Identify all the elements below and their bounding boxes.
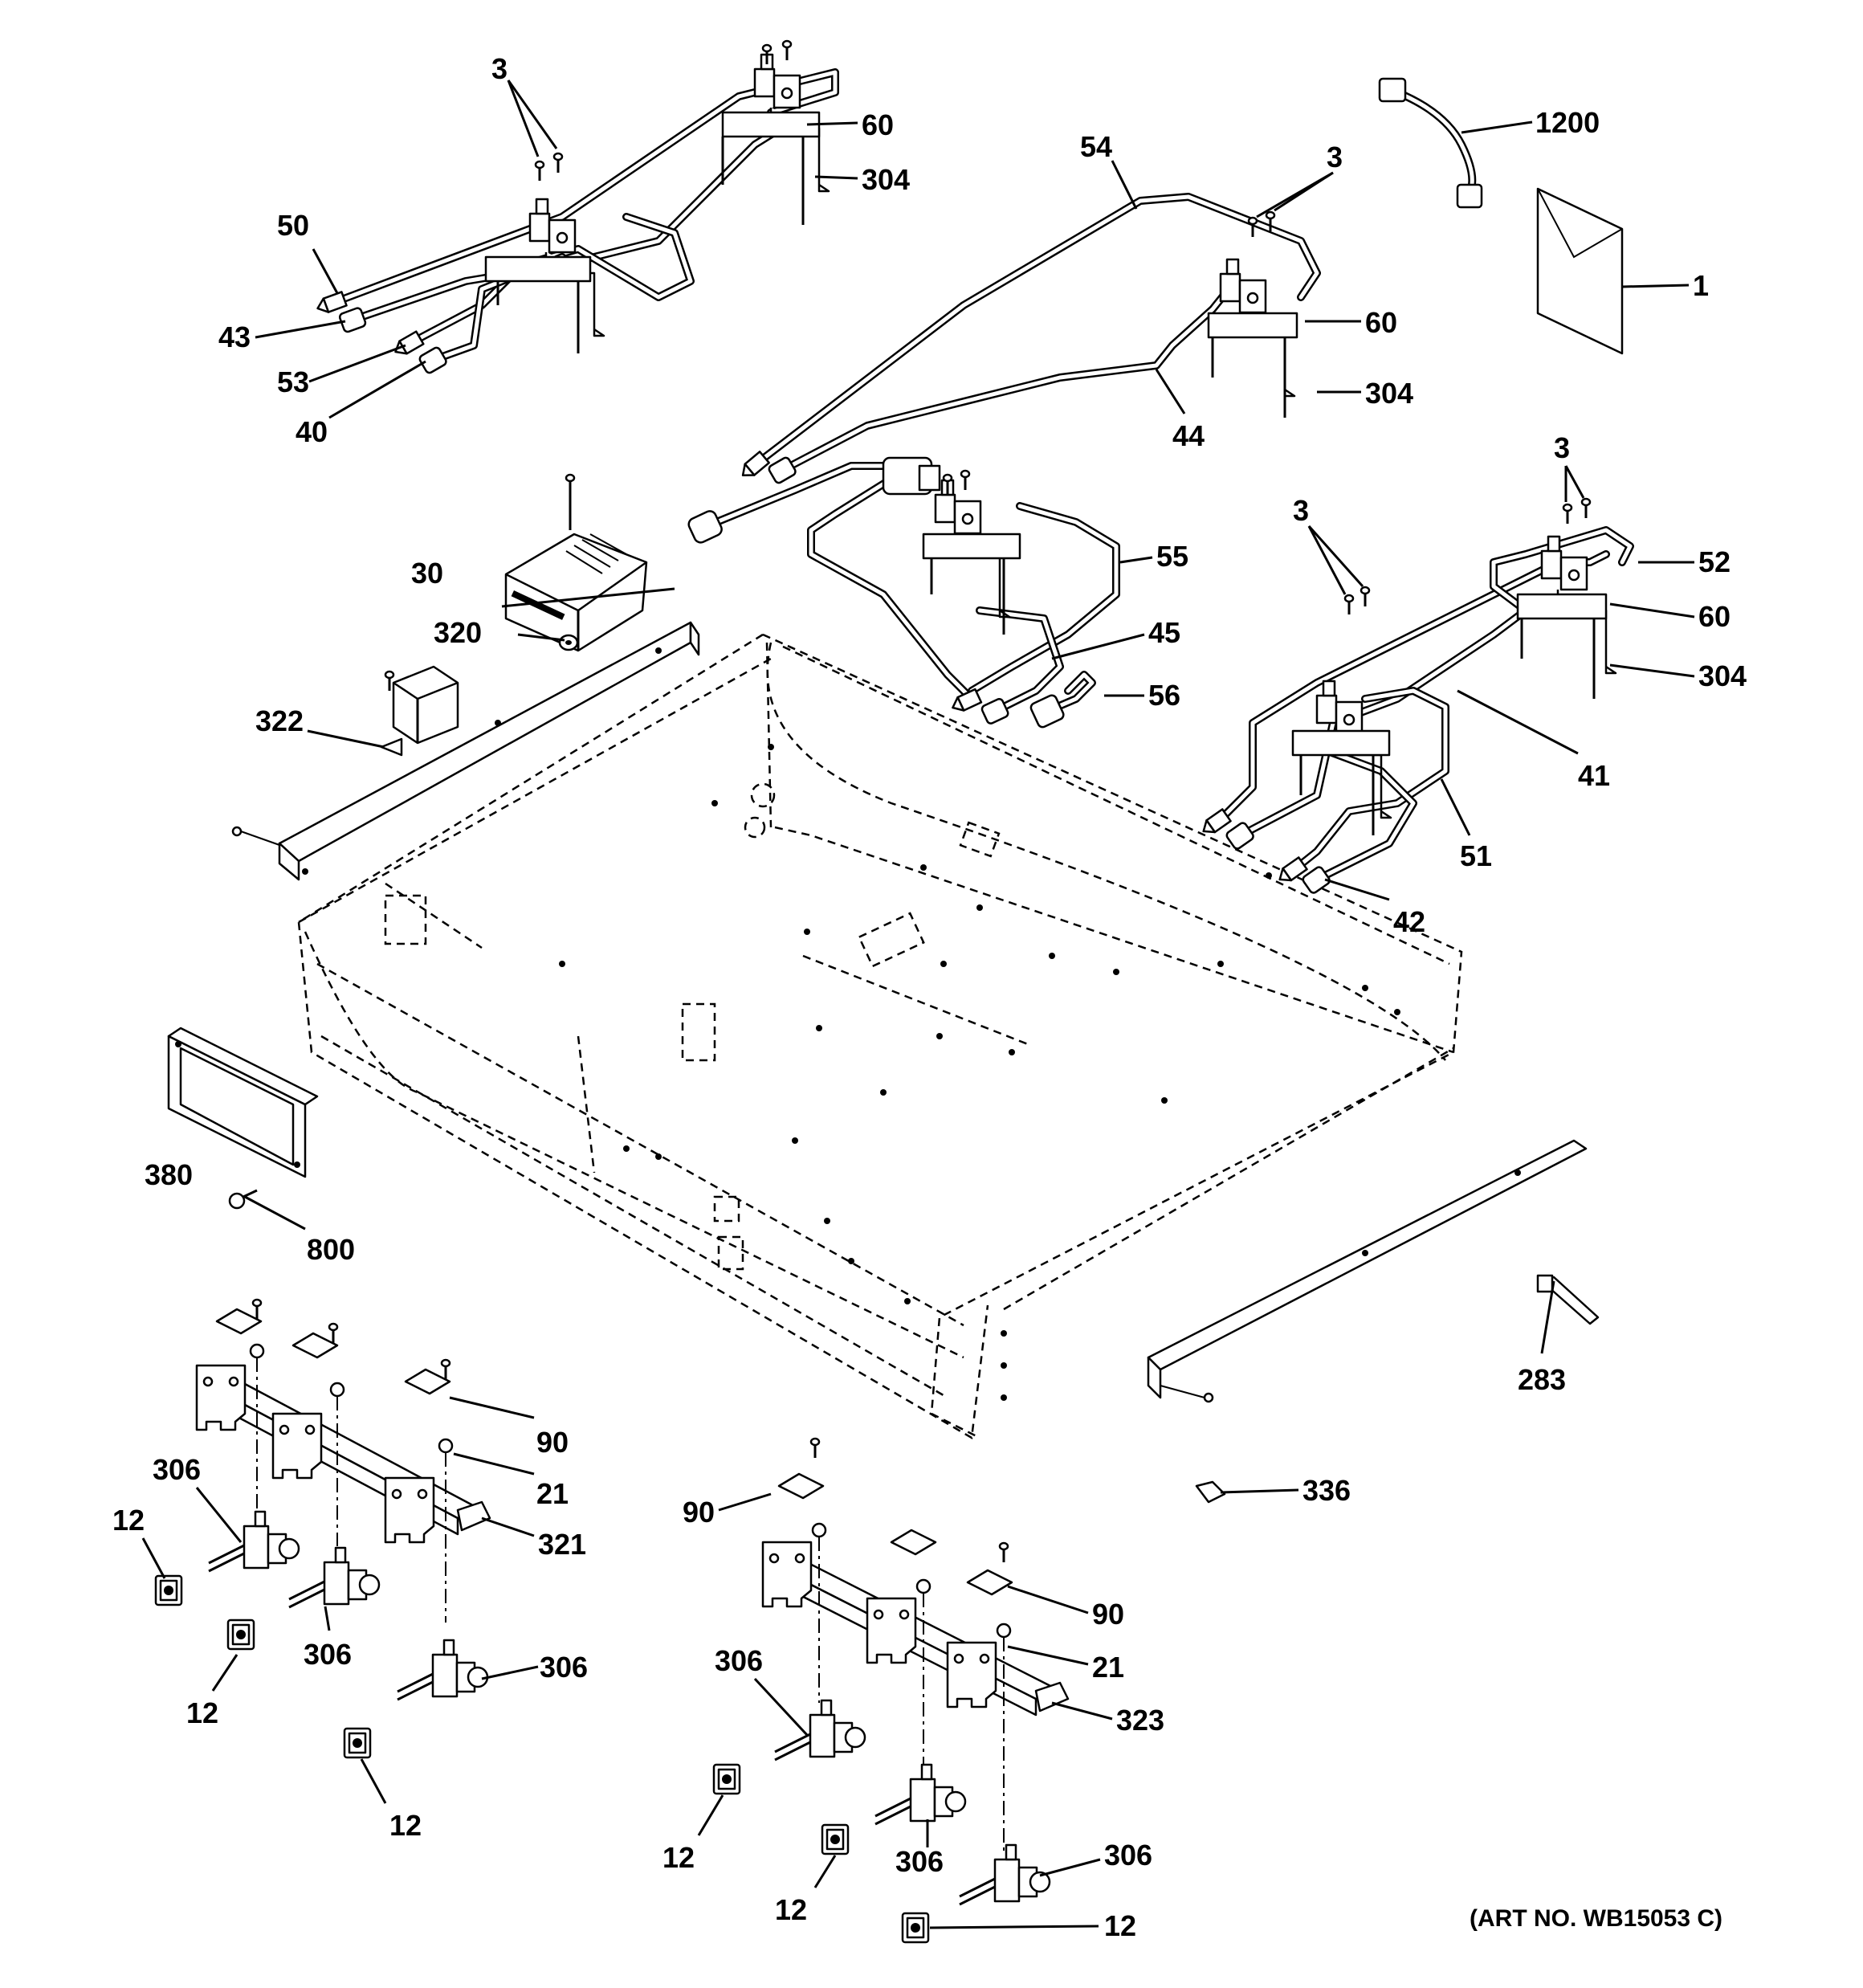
- callout-52: 52: [1698, 545, 1731, 578]
- leader-lines: [141, 80, 1695, 1929]
- callout-1: 1: [1693, 269, 1709, 302]
- callout-380: 380: [145, 1158, 193, 1191]
- callout-3: 3: [491, 52, 508, 85]
- callout-55: 55: [1156, 540, 1188, 573]
- transformer-322: [380, 665, 459, 757]
- screw-800: [228, 1189, 258, 1210]
- callout-304: 304: [1365, 377, 1413, 410]
- callout-41: 41: [1578, 759, 1610, 792]
- spark-module-30: [504, 473, 648, 652]
- callout-336: 336: [1302, 1474, 1351, 1507]
- callout-306: 306: [304, 1638, 352, 1671]
- callout-44: 44: [1172, 419, 1205, 452]
- callout-304: 304: [862, 163, 910, 196]
- valve-assembly-right: [1202, 497, 1634, 894]
- callout-21: 21: [536, 1477, 569, 1510]
- callout-306: 306: [715, 1644, 763, 1677]
- manifold-left: [195, 1298, 491, 1623]
- callout-306: 306: [895, 1845, 944, 1878]
- callout-320: 320: [434, 616, 482, 649]
- callout-53: 53: [277, 365, 309, 398]
- callout-45: 45: [1148, 616, 1180, 649]
- bracket-380: [167, 1027, 319, 1178]
- callout-40: 40: [296, 415, 328, 448]
- callout-12: 12: [112, 1504, 145, 1537]
- callout-21: 21: [1092, 1651, 1124, 1684]
- callout-54: 54: [1080, 130, 1112, 163]
- callout-3: 3: [1327, 141, 1343, 173]
- callout-283: 283: [1518, 1363, 1566, 1396]
- callout-12: 12: [775, 1893, 807, 1926]
- callout-306: 306: [1104, 1839, 1152, 1872]
- callout-3: 3: [1293, 494, 1309, 527]
- valve-assembly-middle: [687, 456, 1120, 729]
- front-rail: [231, 621, 700, 881]
- clip-336: [1195, 1480, 1226, 1504]
- callout-12: 12: [389, 1809, 422, 1842]
- manifold-right: [761, 1437, 1070, 1855]
- art-number: (ART NO. WB15053 C): [1470, 1905, 1722, 1932]
- callout-42: 42: [1393, 905, 1425, 938]
- callout-56: 56: [1148, 679, 1180, 712]
- callout-12: 12: [1104, 1909, 1136, 1942]
- callout-321: 321: [538, 1528, 586, 1561]
- callout-1200: 1200: [1535, 106, 1600, 139]
- callout-800: 800: [307, 1233, 355, 1266]
- callout-322: 322: [255, 704, 304, 737]
- grommet-320: [558, 634, 579, 651]
- callout-306: 306: [540, 1651, 588, 1684]
- callout-43: 43: [218, 320, 251, 353]
- callout-90: 90: [1092, 1598, 1124, 1631]
- callout-12: 12: [662, 1841, 695, 1874]
- clip-283: [1536, 1274, 1600, 1325]
- callout-51: 51: [1460, 839, 1492, 872]
- callout-60: 60: [862, 108, 894, 141]
- cooktop-pan: [297, 633, 1463, 1440]
- harness-1200: [1378, 77, 1483, 209]
- callout-3: 3: [1554, 431, 1570, 464]
- callout-306: 306: [153, 1453, 201, 1486]
- valve-assembly-top-right: [741, 193, 1321, 484]
- callout-60: 60: [1698, 600, 1731, 633]
- rear-rail: [1147, 1139, 1588, 1403]
- callout-30: 30: [411, 557, 443, 590]
- callout-50: 50: [277, 209, 309, 242]
- callout-labels: 3 60 304 50 43 53 40 54 3 60 304 44 1200…: [112, 52, 1747, 1942]
- callout-12: 12: [186, 1696, 218, 1729]
- callout-60: 60: [1365, 306, 1397, 339]
- callout-90: 90: [683, 1496, 715, 1529]
- valve-assembly-top-left: [316, 39, 839, 374]
- callout-90: 90: [536, 1426, 569, 1459]
- callout-304: 304: [1698, 659, 1747, 692]
- callout-323: 323: [1116, 1704, 1164, 1737]
- literature-1: [1536, 187, 1624, 355]
